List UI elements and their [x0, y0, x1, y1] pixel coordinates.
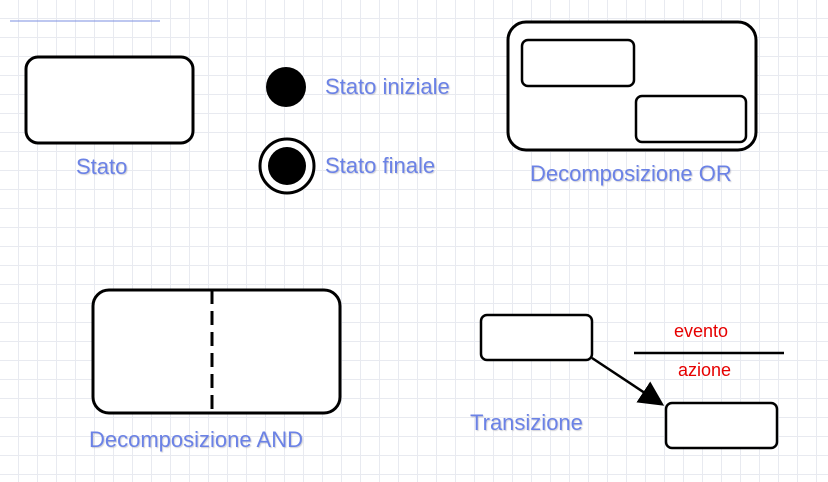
or-substate-box-1	[520, 38, 636, 88]
label-decomposizione-and: Decomposizione AND	[89, 427, 303, 452]
and-decomposition-box	[91, 288, 342, 415]
label-transizione: Transizione	[470, 410, 583, 435]
transition-arrow	[591, 356, 665, 406]
initial-state-circle	[266, 67, 306, 107]
label-azione: azione	[678, 360, 732, 380]
label-stato: Stato	[76, 154, 128, 179]
label-stato-finale: Stato finale	[325, 153, 436, 178]
or-substate-box-2	[634, 94, 748, 144]
final-state-inner-dot	[268, 147, 306, 185]
label-evento: evento	[674, 321, 729, 341]
state-box	[24, 55, 195, 145]
label-stato-iniziale: Stato iniziale	[325, 74, 450, 99]
transition-source-state	[479, 313, 594, 362]
label-decomposizione-or: Decomposizione OR	[530, 161, 732, 186]
transition-target-state	[664, 401, 779, 450]
